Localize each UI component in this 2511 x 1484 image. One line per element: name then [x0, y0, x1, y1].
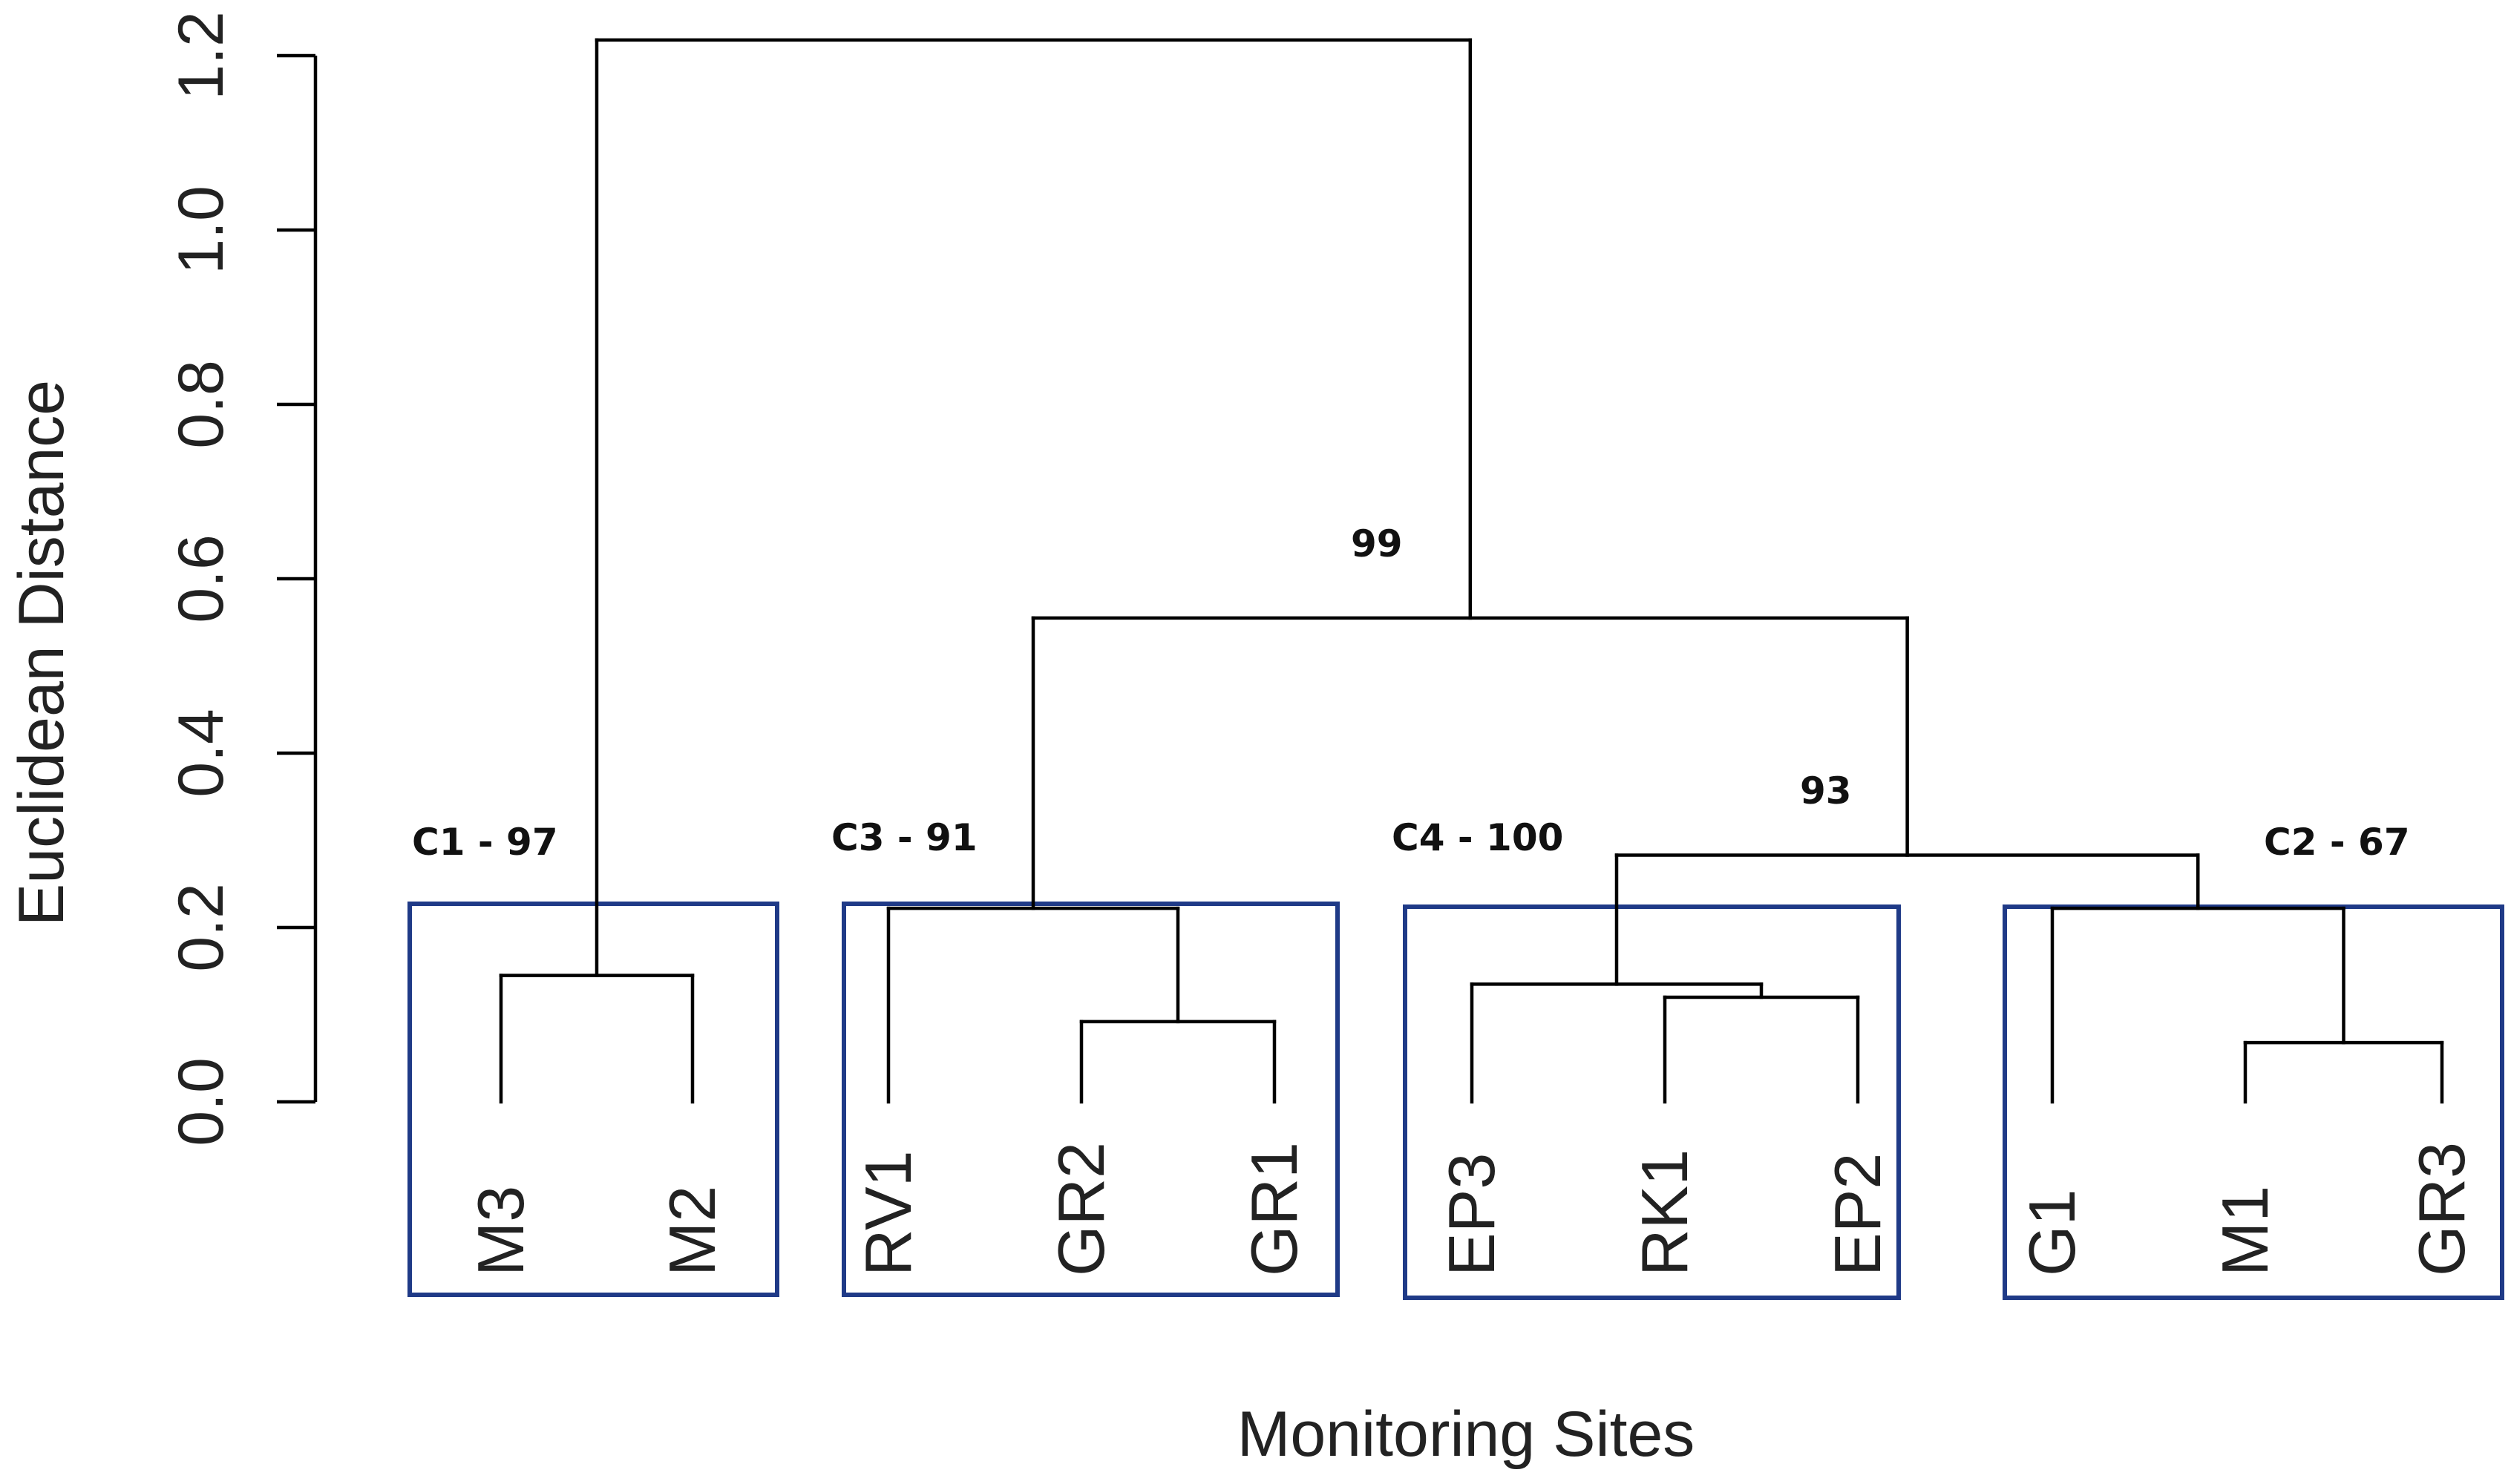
node-support-label: 93 — [1800, 769, 1852, 812]
node-support-labels: 99 93 — [1351, 522, 1852, 812]
leaf-label: G1 — [2015, 1189, 2089, 1276]
leaf-label: EP2 — [1821, 1153, 1894, 1276]
leaf-label: RV1 — [851, 1150, 925, 1276]
y-tick-label: 0.2 — [166, 883, 237, 972]
y-tick-label: 0.8 — [166, 360, 237, 449]
cluster-label: C2 - 67 — [2264, 821, 2410, 864]
cluster-label: C4 - 100 — [1392, 816, 1563, 859]
cluster-label: C3 - 91 — [831, 816, 978, 859]
leaf-label: GR3 — [2405, 1142, 2478, 1276]
y-tick-label: 0.0 — [166, 1057, 237, 1146]
cluster-labels: C1 - 97 C3 - 91 C4 - 100 C2 - 67 — [412, 816, 2410, 864]
leaf-label: M3 — [464, 1186, 537, 1276]
leaf-label: RK1 — [1628, 1149, 1701, 1276]
y-tick-label: 0.4 — [166, 709, 237, 798]
node-support-label: 99 — [1351, 522, 1403, 565]
leaf-label: EP3 — [1435, 1153, 1508, 1276]
y-axis-ticks: 0.0 0.2 0.4 0.6 0.8 1.0 1.2 — [166, 11, 315, 1146]
dendrogram-branches — [499, 38, 2444, 1104]
cluster-box — [1403, 904, 1901, 1300]
y-axis-title: Euclidean Distance — [6, 380, 77, 926]
leaf-label: M2 — [655, 1186, 729, 1276]
y-tick-label: 0.6 — [166, 534, 237, 623]
cluster-box — [407, 902, 779, 1297]
leaf-label: GR2 — [1044, 1142, 1118, 1276]
leaf-label: M1 — [2208, 1186, 2282, 1276]
leaf-labels: M3 M2 RV1 GR2 GR1 EP3 RK1 EP2 G1 M1 GR3 — [464, 1142, 2478, 1276]
cluster-box — [842, 902, 1340, 1297]
leaf-label: GR1 — [1237, 1142, 1311, 1276]
x-axis-title: Monitoring Sites — [1237, 1399, 1695, 1470]
y-tick-label: 1.2 — [166, 11, 237, 100]
cluster-label: C1 - 97 — [412, 821, 558, 864]
y-tick-label: 1.0 — [166, 186, 237, 275]
